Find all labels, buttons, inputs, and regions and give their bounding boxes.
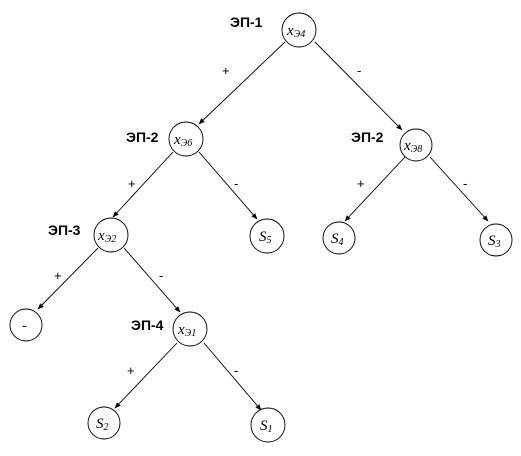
sign-root-right: -: [357, 63, 361, 78]
node-s2: S2: [87, 406, 121, 440]
node-l-main: x: [173, 132, 181, 148]
stage-label-l: ЭП-2: [126, 129, 159, 145]
sign-l-left: +: [128, 176, 136, 191]
svg-text:S5: S5: [259, 229, 272, 246]
node-s4: S4: [322, 221, 356, 255]
node-root-main: x: [286, 23, 294, 39]
edge-r-right: [429, 156, 489, 222]
sign-ll-right: -: [159, 268, 163, 283]
node-s1-sub: 1: [268, 424, 273, 435]
svg-text:xЭ1: xЭ1: [177, 322, 196, 339]
node-s1-main: S: [260, 418, 268, 434]
node-s3-main: S: [488, 233, 496, 249]
node-s4-main: S: [331, 231, 339, 247]
edge-l-left: [112, 151, 174, 218]
node-ll: xЭ2: [93, 217, 129, 253]
node-s4-sub: 4: [339, 237, 344, 248]
edge-l-right: [198, 151, 258, 220]
stage-label-llr: ЭП-4: [131, 317, 164, 333]
svg-text:xЭ6: xЭ6: [173, 132, 192, 149]
sign-root-left: +: [222, 63, 230, 78]
node-r: xЭ8: [399, 128, 433, 162]
stage-label-root: ЭП-1: [230, 14, 263, 30]
svg-text:S1: S1: [260, 418, 273, 435]
edge-ll-left: [37, 247, 99, 310]
stage-label-ll: ЭП-3: [48, 222, 81, 238]
sign-r-right: -: [463, 176, 467, 191]
sign-r-left: +: [357, 176, 365, 191]
svg-text:xЭ4: xЭ4: [286, 23, 305, 40]
node-dash: -: [9, 308, 43, 342]
node-s2-main: S: [96, 416, 104, 432]
node-l-sub: Э6: [181, 138, 193, 149]
node-ll-main: x: [97, 228, 105, 244]
node-s5-sub: 5: [267, 235, 272, 246]
sign-ll-left: +: [54, 268, 62, 283]
node-ll-sub: Э2: [105, 234, 117, 245]
node-dash-main: -: [22, 318, 27, 334]
node-s1: S1: [250, 407, 286, 443]
node-root-sub: Э4: [294, 29, 306, 40]
svg-text:S2: S2: [96, 416, 109, 433]
edge-llr-left: [114, 342, 178, 409]
node-l: xЭ6: [168, 121, 204, 157]
svg-text:xЭ8: xЭ8: [403, 138, 422, 155]
sign-llr-left: +: [127, 363, 135, 378]
node-r-main: x: [403, 138, 411, 154]
node-root: xЭ4: [281, 12, 317, 48]
node-s3: S3: [479, 223, 513, 257]
stage-label-r: ЭП-2: [351, 129, 384, 145]
node-llr: xЭ1: [172, 311, 208, 347]
node-s3-sub: 3: [495, 239, 501, 250]
edge-llr-right: [203, 342, 262, 411]
svg-text:S3: S3: [488, 233, 501, 250]
sign-l-right: -: [234, 176, 238, 191]
edge-ll-right: [123, 247, 181, 313]
node-s2-sub: 2: [104, 422, 109, 433]
svg-text:S4: S4: [331, 231, 344, 248]
edge-root-left: [198, 41, 286, 125]
sign-llr-right: -: [234, 363, 238, 378]
node-s5: S5: [249, 218, 285, 254]
node-r-sub: Э8: [411, 144, 423, 155]
node-llr-sub: Э1: [185, 328, 197, 339]
node-s5-main: S: [259, 229, 267, 245]
edge-r-left: [344, 156, 406, 222]
svg-text:xЭ2: xЭ2: [97, 228, 116, 245]
node-llr-main: x: [177, 322, 185, 338]
edge-root-right: [314, 41, 403, 131]
